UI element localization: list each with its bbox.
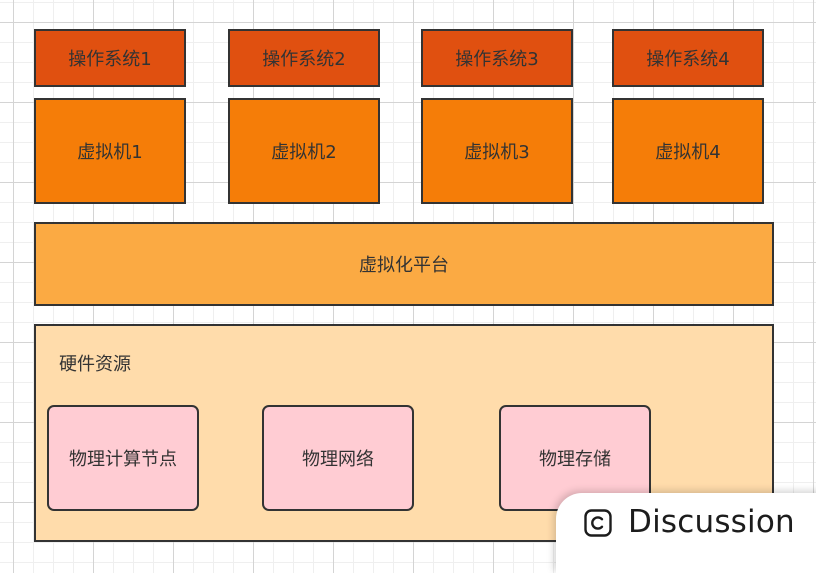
os-box-3: 操作系统3: [421, 29, 573, 87]
os-label: 操作系统1: [68, 49, 152, 70]
discussion-label[interactable]: Discussion: [628, 504, 795, 540]
resource-label: 物理网络: [302, 449, 374, 470]
resource-compute-node: 物理计算节点: [47, 405, 199, 511]
vm-label: 虚拟机2: [271, 142, 337, 163]
os-label: 操作系统2: [262, 49, 346, 70]
virtualization-platform-box: 虚拟化平台: [34, 222, 774, 306]
os-box-2: 操作系统2: [228, 29, 380, 87]
vm-box-1: 虚拟机1: [34, 98, 186, 204]
vm-box-2: 虚拟机2: [228, 98, 380, 204]
vm-label: 虚拟机4: [655, 142, 721, 163]
os-box-1: 操作系统1: [34, 29, 186, 87]
os-label: 操作系统3: [455, 49, 539, 70]
resource-network: 物理网络: [262, 405, 414, 511]
os-box-4: 操作系统4: [612, 29, 764, 87]
discussion-button[interactable]: Discussion: [556, 493, 816, 573]
resource-label: 物理存储: [539, 449, 611, 470]
os-label: 操作系统4: [646, 49, 730, 70]
vm-label: 虚拟机3: [464, 142, 530, 163]
vm-label: 虚拟机1: [77, 142, 143, 163]
resource-label: 物理计算节点: [69, 449, 177, 470]
hardware-resources-title: 硬件资源: [59, 354, 131, 375]
vm-box-4: 虚拟机4: [612, 98, 764, 204]
platform-label: 虚拟化平台: [359, 255, 449, 276]
copyright-icon: [584, 509, 612, 537]
vm-box-3: 虚拟机3: [421, 98, 573, 204]
